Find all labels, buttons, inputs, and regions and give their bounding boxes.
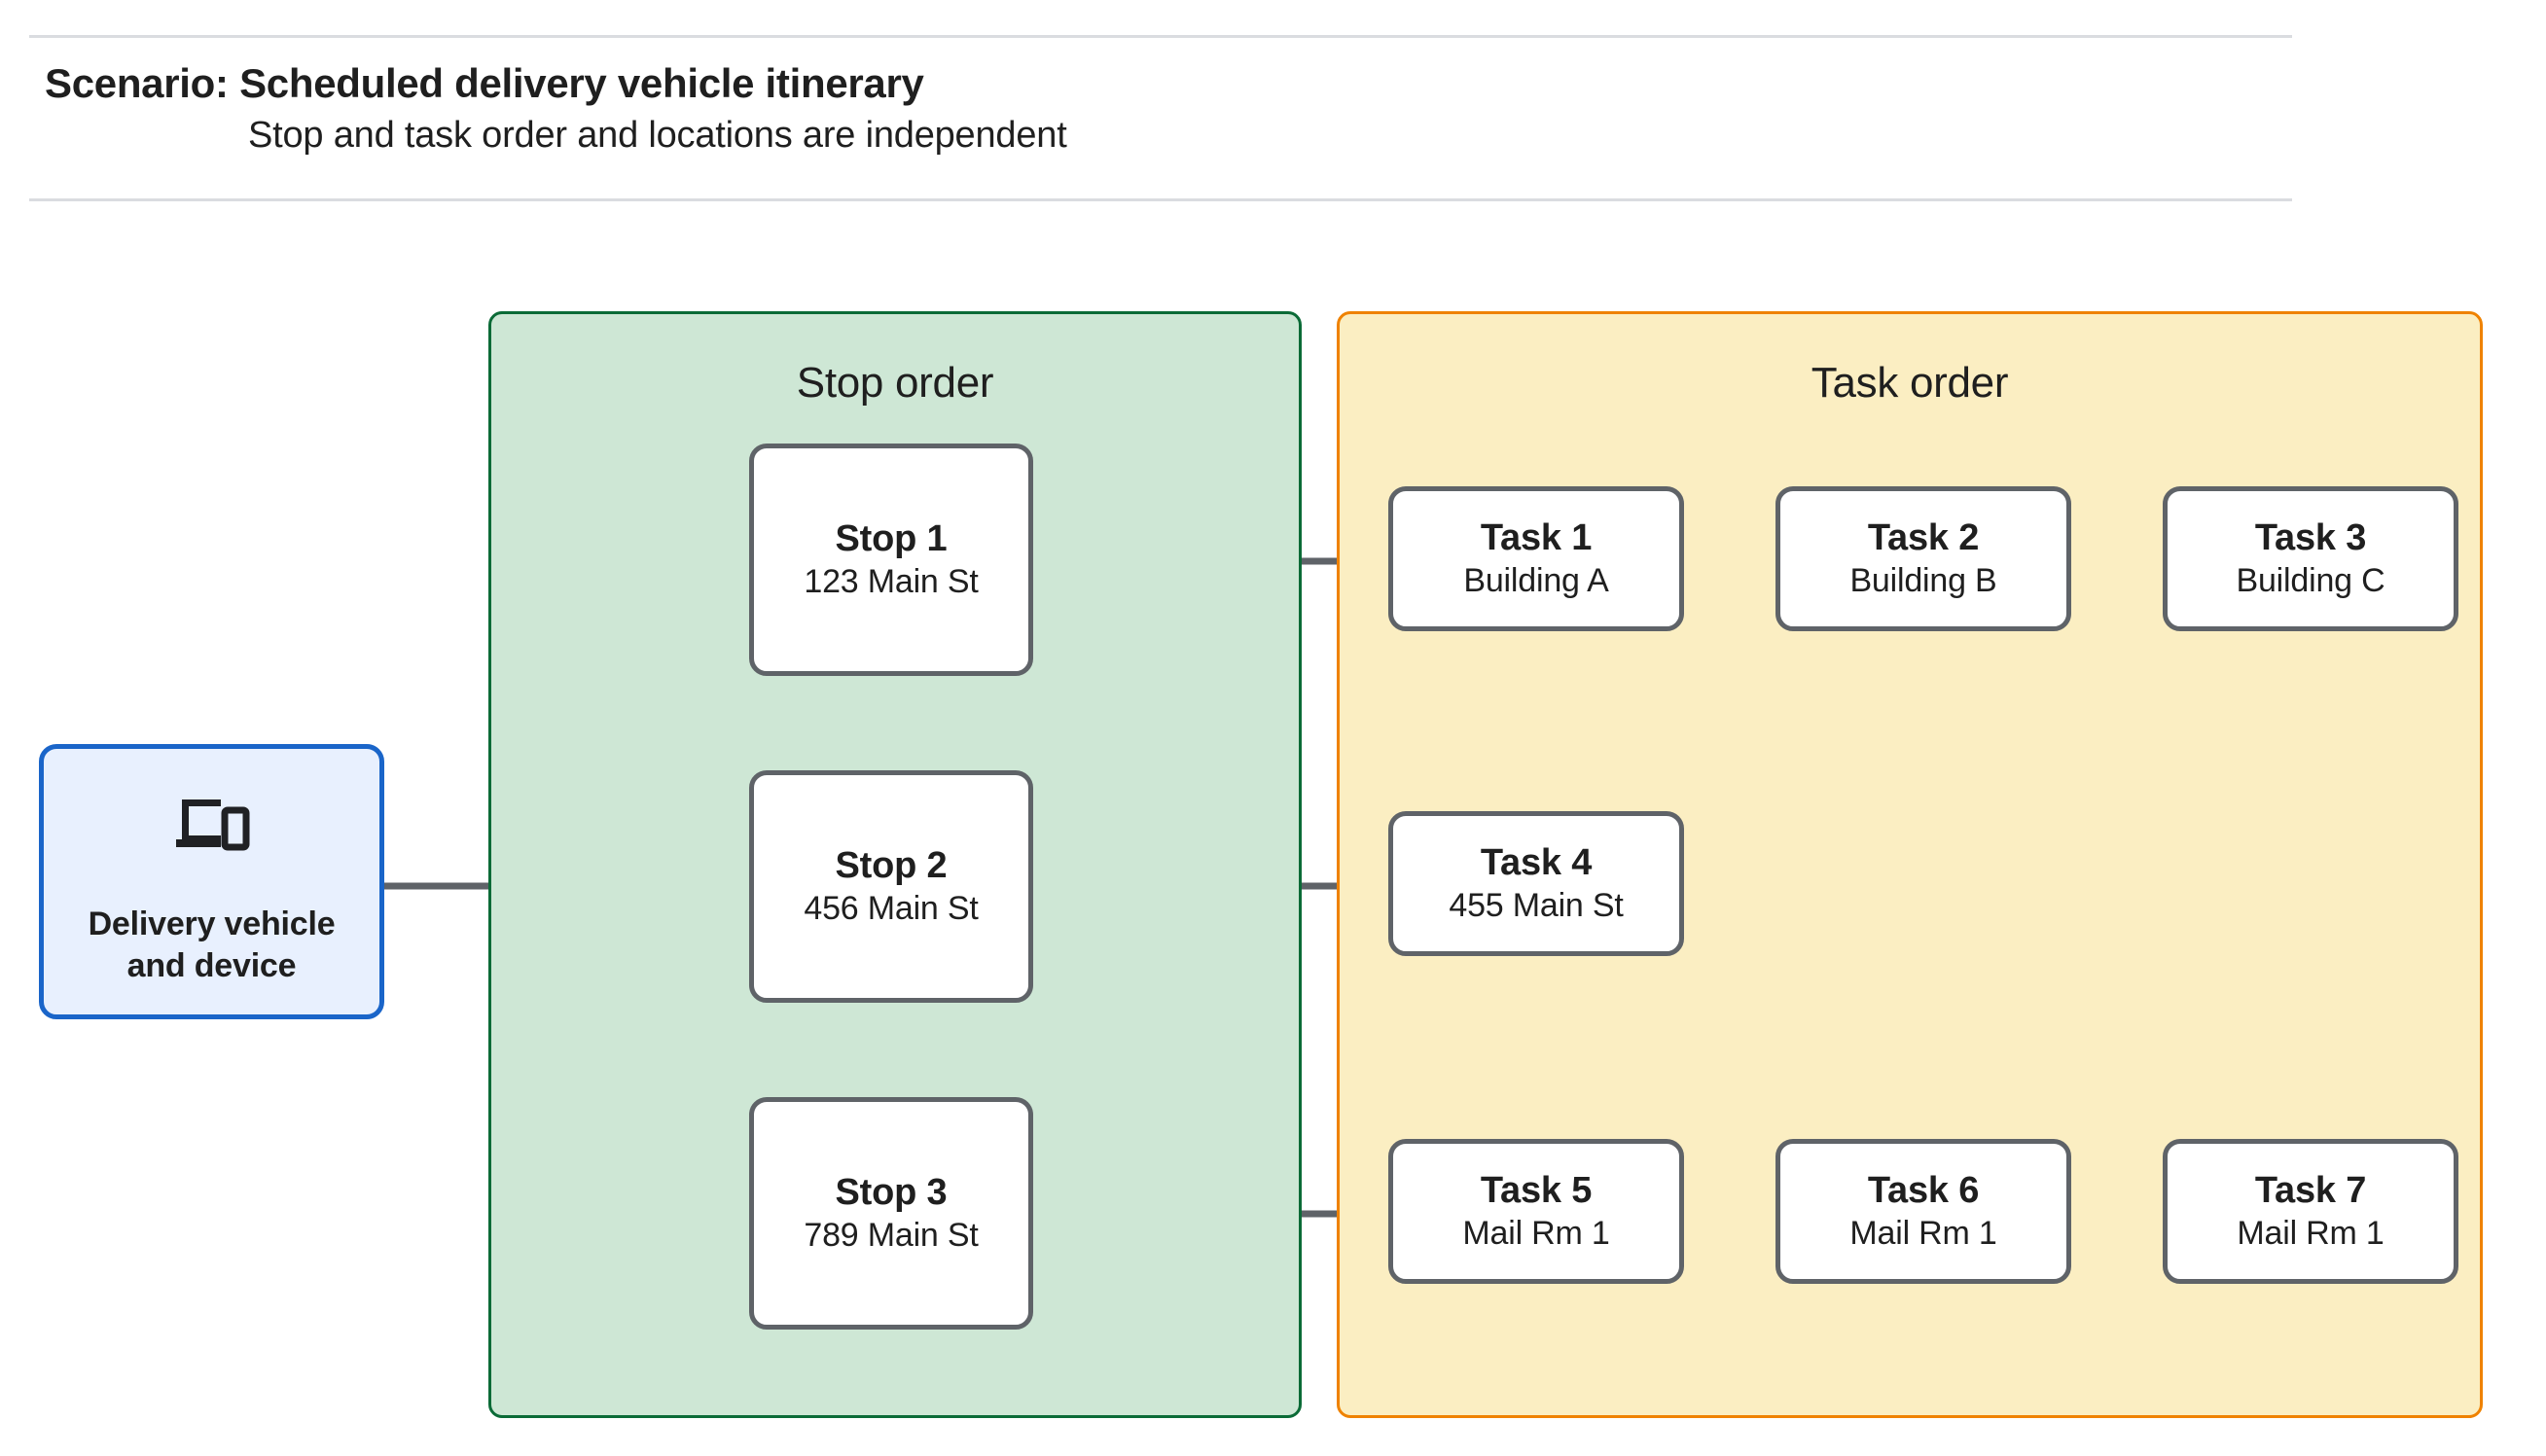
page-title: Scenario: Scheduled delivery vehicle iti… [45, 60, 924, 106]
task-node[interactable]: Task 7 Mail Rm 1 [2163, 1139, 2458, 1284]
stop-node-title: Stop 1 [835, 517, 948, 559]
task-node-location: Building B [1849, 562, 1997, 600]
task-node-location: Mail Rm 1 [1849, 1215, 1997, 1253]
delivery-vehicle-label: Delivery vehicle and device [89, 904, 336, 986]
delivery-vehicle-node[interactable]: Delivery vehicle and device [39, 744, 384, 1019]
devices-icon [174, 794, 250, 859]
task-node[interactable]: Task 1 Building A [1388, 486, 1684, 631]
stop-node[interactable]: Stop 3 789 Main St [749, 1097, 1033, 1330]
stop-node-title: Stop 3 [835, 1171, 948, 1213]
task-node[interactable]: Task 3 Building C [2163, 486, 2458, 631]
task-node-title: Task 1 [1480, 516, 1593, 558]
stop-node[interactable]: Stop 2 456 Main St [749, 770, 1033, 1003]
header-divider-bottom [29, 198, 2292, 201]
task-node-location: Mail Rm 1 [1462, 1215, 1610, 1253]
stop-node-address: 123 Main St [804, 563, 979, 601]
task-node-location: 455 Main St [1449, 887, 1624, 925]
stop-node-address: 789 Main St [804, 1217, 979, 1255]
task-node-location: Building C [2236, 562, 2385, 600]
task-node[interactable]: Task 4 455 Main St [1388, 811, 1684, 956]
task-node[interactable]: Task 6 Mail Rm 1 [1775, 1139, 2071, 1284]
stop-order-group-title: Stop order [796, 359, 994, 407]
delivery-vehicle-label-line-2: and device [126, 946, 297, 984]
stop-node-title: Stop 2 [835, 844, 948, 886]
task-order-group-title: Task order [1811, 359, 2009, 407]
delivery-vehicle-label-line-1: Delivery vehicle [88, 906, 336, 942]
task-node-title: Task 6 [1867, 1169, 1980, 1211]
task-node-title: Task 5 [1480, 1169, 1593, 1211]
task-node-location: Building A [1463, 562, 1609, 600]
task-node-title: Task 4 [1480, 841, 1593, 883]
header-divider-top [29, 35, 2292, 38]
task-node[interactable]: Task 5 Mail Rm 1 [1388, 1139, 1684, 1284]
page-subtitle: Stop and task order and locations are in… [248, 115, 1067, 156]
task-node-title: Task 3 [2254, 516, 2367, 558]
task-node-location: Mail Rm 1 [2237, 1215, 2385, 1253]
task-node-title: Task 7 [2254, 1169, 2367, 1211]
stop-node[interactable]: Stop 1 123 Main St [749, 444, 1033, 676]
task-node[interactable]: Task 2 Building B [1775, 486, 2071, 631]
task-node-title: Task 2 [1867, 516, 1980, 558]
stop-node-address: 456 Main St [804, 890, 979, 928]
